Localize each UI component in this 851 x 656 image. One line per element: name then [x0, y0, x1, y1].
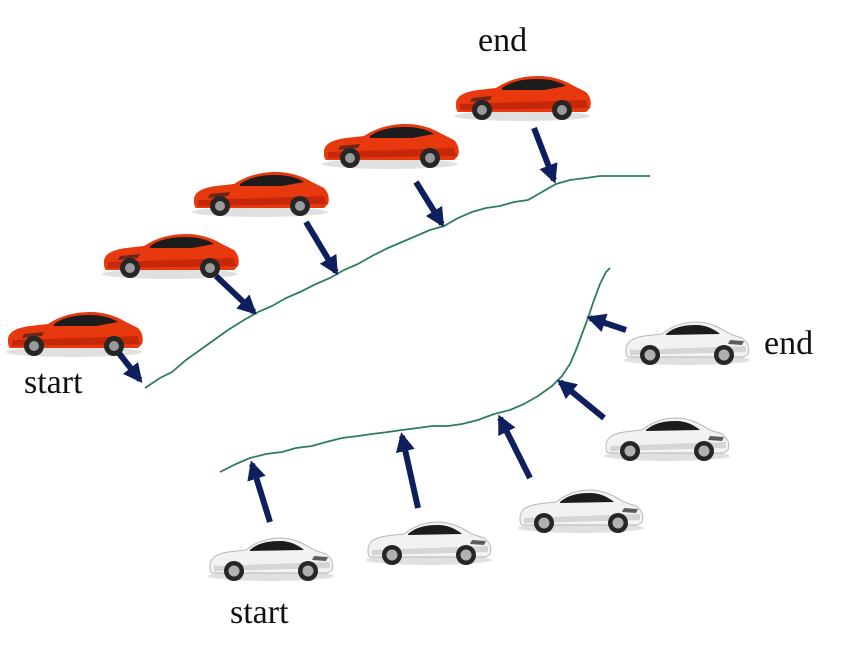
red-car-icon — [102, 234, 239, 279]
red-car-icon — [6, 312, 143, 357]
arrow-icon — [213, 273, 257, 315]
arrow-icon — [115, 350, 143, 384]
arrow-icon — [413, 180, 445, 228]
white-end-label: end — [764, 325, 814, 362]
red-car-icon — [192, 172, 329, 217]
arrow-icon — [395, 432, 421, 509]
arrow-icon — [497, 414, 533, 480]
arrow-icon — [303, 220, 339, 276]
white-car-icon — [603, 417, 731, 462]
arrow-icon — [586, 313, 627, 333]
red-end-label: end — [478, 22, 528, 59]
red-car-icon — [454, 76, 591, 121]
arrow-icon — [557, 379, 606, 421]
white-car-icon — [517, 489, 645, 534]
red-car-icon — [322, 124, 459, 169]
white-start-label: start — [230, 594, 289, 631]
white-car-icon — [365, 521, 493, 566]
arrow-icon — [247, 460, 273, 523]
red-start-label: start — [24, 364, 83, 401]
red-trajectory-line — [144, 175, 650, 389]
arrow-icon — [531, 126, 558, 184]
white-car-icon — [623, 321, 751, 366]
white-trajectory-line — [219, 267, 611, 473]
white-car-icon — [207, 537, 335, 582]
